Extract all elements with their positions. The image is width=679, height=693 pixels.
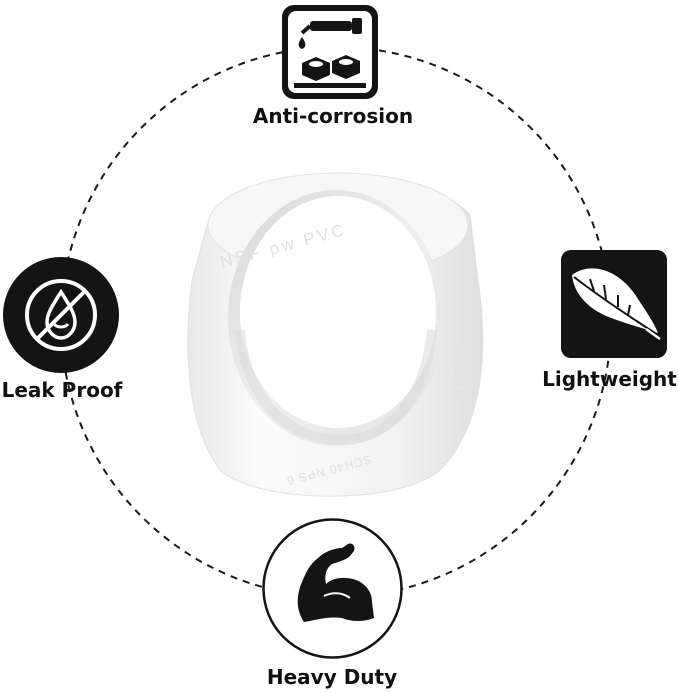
feather-icon	[560, 249, 668, 359]
feature-label-anti-corrosion: Anti-corrosion	[252, 104, 414, 128]
feature-label-lightweight: Lightweight	[542, 367, 677, 391]
anti-corrosion-icon	[280, 3, 380, 101]
leak-proof-icon	[2, 256, 120, 374]
flexed-arm-icon	[262, 518, 403, 659]
embossed-text-side: D2466	[448, 345, 465, 399]
feature-label-leak-proof: Leak Proof	[1, 378, 123, 402]
feature-label-heavy-duty: Heavy Duty	[266, 665, 398, 689]
